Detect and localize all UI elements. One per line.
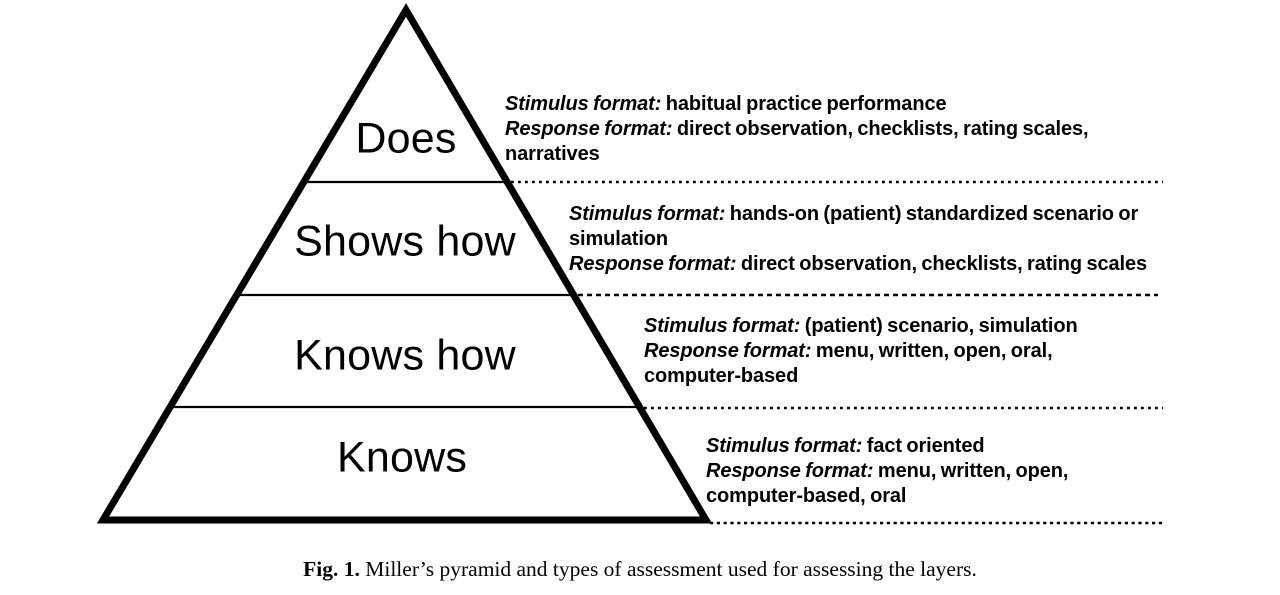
figure-caption: Fig. 1. Miller’s pyramid and types of as… — [0, 557, 1280, 581]
figure-caption-text: Miller’s pyramid and types of assessment… — [359, 557, 977, 581]
annotation-line: Stimulus format: (patient) scenario, sim… — [644, 314, 1078, 339]
annotation-line: Response format: direct observation, che… — [569, 252, 1147, 277]
response-format-value: direct observation, checklists, rating s… — [672, 118, 1089, 140]
annotation-line: Response format: menu, written, open, — [706, 459, 1068, 484]
stimulus-format-label: Stimulus format: — [706, 435, 863, 457]
pyramid-layer-label-does: Does — [355, 114, 457, 163]
stimulus-format-label: Stimulus format: — [644, 315, 801, 337]
response-format-label: Response format: — [706, 460, 874, 482]
response-format-value-cont: narratives — [505, 143, 600, 165]
annotation-does: Stimulus format: habitual practice perfo… — [505, 92, 1089, 167]
response-format-label: Response format: — [644, 340, 812, 362]
response-format-value: menu, written, open, — [873, 460, 1069, 482]
stimulus-format-label: Stimulus format: — [505, 93, 662, 115]
stimulus-format-label: Stimulus format: — [569, 203, 726, 225]
annotation-line: computer-based — [644, 364, 1078, 389]
response-format-value: menu, written, open, oral, — [811, 340, 1053, 362]
annotation-knows-how: Stimulus format: (patient) scenario, sim… — [644, 314, 1078, 389]
pyramid-outline — [96, 3, 713, 524]
figure-caption-number: Fig. 1. — [303, 557, 360, 581]
response-format-label: Response format: — [505, 118, 673, 140]
annotation-line: Response format: direct observation, che… — [505, 117, 1089, 142]
annotation-line: simulation — [569, 227, 1147, 252]
annotation-line: Stimulus format: habitual practice perfo… — [505, 92, 1088, 117]
annotation-shows-how: Stimulus format: hands-on (patient) stan… — [569, 202, 1147, 277]
stimulus-format-value-cont: simulation — [569, 228, 669, 250]
response-format-value-cont: computer-based — [644, 365, 799, 387]
response-format-value-cont: computer-based, oral — [706, 485, 907, 507]
stimulus-format-value: habitual practice performance — [661, 93, 947, 115]
pyramid-layer-label-knows: Knows — [336, 433, 468, 482]
annotation-line: Stimulus format: hands-on (patient) stan… — [569, 202, 1147, 227]
stimulus-format-value: (patient) scenario, simulation — [800, 315, 1078, 337]
pyramid-layer-label-knows-how: Knows how — [294, 331, 516, 380]
annotation-knows: Stimulus format: fact oriented Response … — [706, 434, 1068, 509]
response-format-label: Response format: — [569, 253, 737, 275]
pyramid-layer-label-shows-how: Shows how — [294, 217, 516, 266]
annotation-line: computer-based, oral — [706, 484, 1068, 509]
response-format-value: direct observation, checklists, rating s… — [736, 253, 1148, 275]
stimulus-format-value: hands-on (patient) standardized scenario… — [725, 203, 1139, 225]
annotation-line: Response format: menu, written, open, or… — [644, 339, 1078, 364]
annotation-line: narratives — [505, 142, 1088, 167]
annotation-line: Stimulus format: fact oriented — [706, 434, 1068, 459]
stimulus-format-value: fact oriented — [862, 435, 985, 457]
